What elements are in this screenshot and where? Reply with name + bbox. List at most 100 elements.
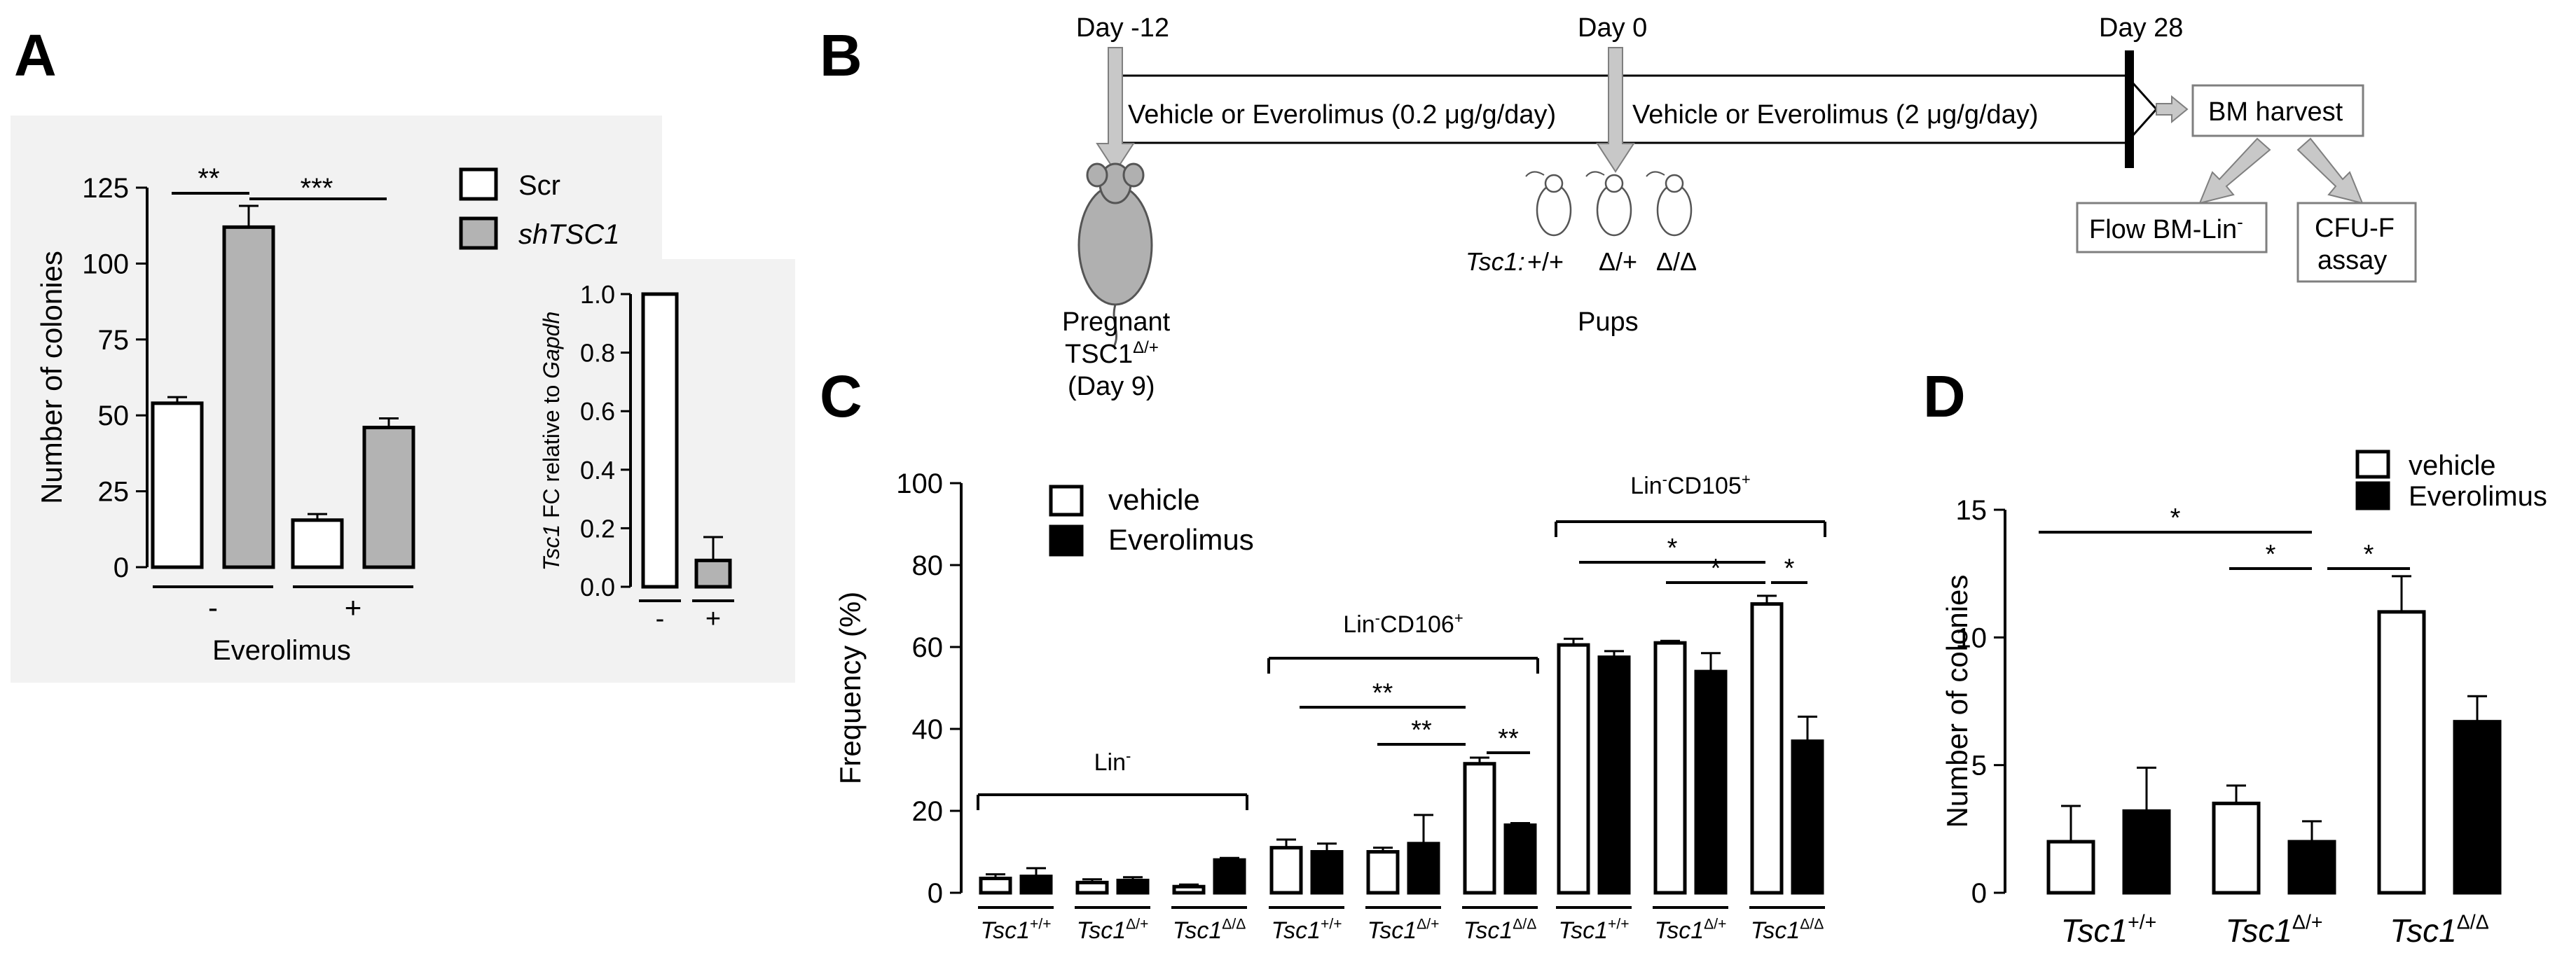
d-sig-label-1: * [2266,540,2276,569]
d-legend-label-vehicle: vehicle [2409,450,2496,481]
pup-genotype-het: Δ/+ [1599,247,1637,276]
c-bar-vehicle-0-2 [1172,884,1206,895]
pup-genotype-ko: Δ/Δ [1656,247,1697,276]
c-legend-label-vehicle: vehicle [1108,483,1200,516]
c-ytick-label-1: 20 [912,796,944,827]
c-legend-label-everolimus: Everolimus [1108,523,1254,556]
c-genotype-label-1-0: Tsc1+/+ [1271,916,1342,944]
d-bar-vehicle-1 [2212,801,2261,895]
a-ytick-label-2: 50 [98,401,130,431]
day-end-label: Day 28 [2099,13,2183,43]
d-legend-swatch-vehicle [2355,450,2390,479]
day-start-label: Day -12 [1076,13,1169,43]
c-sig-label-1: ** [1411,716,1432,745]
c-ytick-label-0: 0 [928,878,943,909]
a-ytick-label-0: 0 [113,552,129,583]
cfu-box [2296,202,2417,283]
panel-label-d: D [1923,363,1966,429]
pregnant-label-line1: Pregnant [1062,307,1171,337]
c-bar-vehicle-2-2 [1750,602,1784,895]
c-ytick-label-3: 60 [912,632,944,663]
day-zero-arrow [1596,47,1635,173]
a-bar-Scr-0 [151,401,204,569]
harvest-arrow [2156,95,2189,124]
c-bar-everolimus-2-0 [1597,655,1631,895]
cfu-label-line1: CFU-F [2315,214,2395,243]
c-ytick-label-4: 80 [912,550,944,581]
c-genotype-label-0-1: Tsc1Δ/+ [1077,916,1149,944]
d-bar-Everolimus-0 [2122,809,2171,895]
d-ytick-label-3: 15 [1956,495,1988,526]
a-ytick-label-3: 75 [98,325,130,356]
a-bar-shTSC1-1 [362,426,415,569]
c-genotype-label-2-0: Tsc1+/+ [1558,916,1629,944]
a-bar-Scr-1 [291,518,344,569]
c-genotype-label-0-2: Tsc1Δ/Δ [1173,916,1246,944]
c-bar-vehicle-1-0 [1269,846,1303,895]
d-category-label-1: Tsc1Δ/+ [2225,912,2322,949]
genotype-label: Tsc1: [1466,247,1525,276]
legend-label-shtsc1: shTSC1 [518,219,620,250]
legend-swatch-shtsc1 [459,216,498,250]
c-legend-swatch-everolimus [1049,524,1084,557]
d-legend-label-everolimus: Everolimus [2409,481,2547,512]
flow-arrow [2198,137,2271,204]
c-bar-vehicle-0-1 [1075,880,1109,895]
a-sig-label-1: *** [301,173,333,204]
c-genotype-label-2-2: Tsc1Δ/Δ [1751,916,1824,944]
c-genotype-label-0-0: Tsc1+/+ [980,916,1051,944]
c-genotype-label-2-1: Tsc1Δ/+ [1655,916,1727,944]
a-bar-shTSC1-0 [222,225,275,569]
c-bar-vehicle-1-1 [1366,850,1400,895]
a-sig-label-0: ** [198,163,219,194]
day-zero-label: Day 0 [1578,13,1647,43]
d-category-label-0: Tsc1+/+ [2061,912,2157,949]
c-sig-label-3: * [1667,534,1678,563]
d-legend-swatch-everolimus [2355,481,2390,510]
c-bar-everolimus-2-1 [1694,669,1728,895]
panel-label-c: C [820,363,862,429]
c-bar-vehicle-2-0 [1557,643,1590,895]
a-ytick-label-5: 125 [82,173,129,204]
d-ytick-label-2: 10 [1956,622,1988,653]
harvest-box [2191,84,2364,137]
c-bar-vehicle-1-2 [1463,762,1496,895]
d-sig-label-0: * [2170,503,2181,533]
inset-ytick-label-1: 0.2 [580,514,615,543]
d-category-label-2: Tsc1Δ/Δ [2390,912,2489,949]
c-sig-label-5: * [1784,554,1795,583]
inset-ytick-label-0: 0.0 [580,573,615,601]
a-ytick-label-4: 100 [82,249,129,279]
c-group-label-2: Lin-CD105+ [1630,471,1750,499]
day-start-arrow [1096,47,1135,173]
a-category-label-1: + [345,591,362,624]
d-ytick-label-1: 5 [1971,751,1987,781]
c-genotype-label-1-1: Tsc1Δ/+ [1368,916,1440,944]
c-sig-label-0: ** [1372,679,1393,708]
a-ytick-label-1: 25 [98,477,130,508]
inset-category-label-1: + [705,604,721,634]
c-bar-everolimus-0-0 [1019,875,1053,895]
pups-illustration [1525,171,1693,237]
c-ylabel: Frequency (%) [834,592,867,784]
inset-ytick-label-5: 1.0 [580,280,615,309]
d-sig-label-2: * [2364,540,2374,569]
pregnant-label-line3: (Day 9) [1068,372,1155,401]
pups-label: Pups [1578,307,1639,337]
inset-bar-1 [694,558,732,589]
c-bar-everolimus-1-2 [1503,823,1537,895]
a-ylabel: Number of colonies [35,251,68,504]
timeline-diagram: Vehicle or Everolimus (0.2 μg/g/day) Veh… [1062,13,2417,401]
d-bar-vehicle-2 [2377,610,2426,895]
d-bar-Everolimus-1 [2287,840,2336,895]
c-group-label-0: Lin- [1094,747,1131,776]
c-genotype-label-1-2: Tsc1Δ/Δ [1463,916,1537,944]
phase2-label: Vehicle or Everolimus (2 μg/g/day) [1632,100,2038,130]
c-bar-vehicle-2-1 [1653,641,1687,895]
c-sig-label-4: * [1711,554,1721,583]
inset-ytick-label-3: 0.6 [580,397,615,426]
pregnant-mouse-illustration [1077,162,1153,347]
pup-genotype-wt: +/+ [1527,247,1564,276]
